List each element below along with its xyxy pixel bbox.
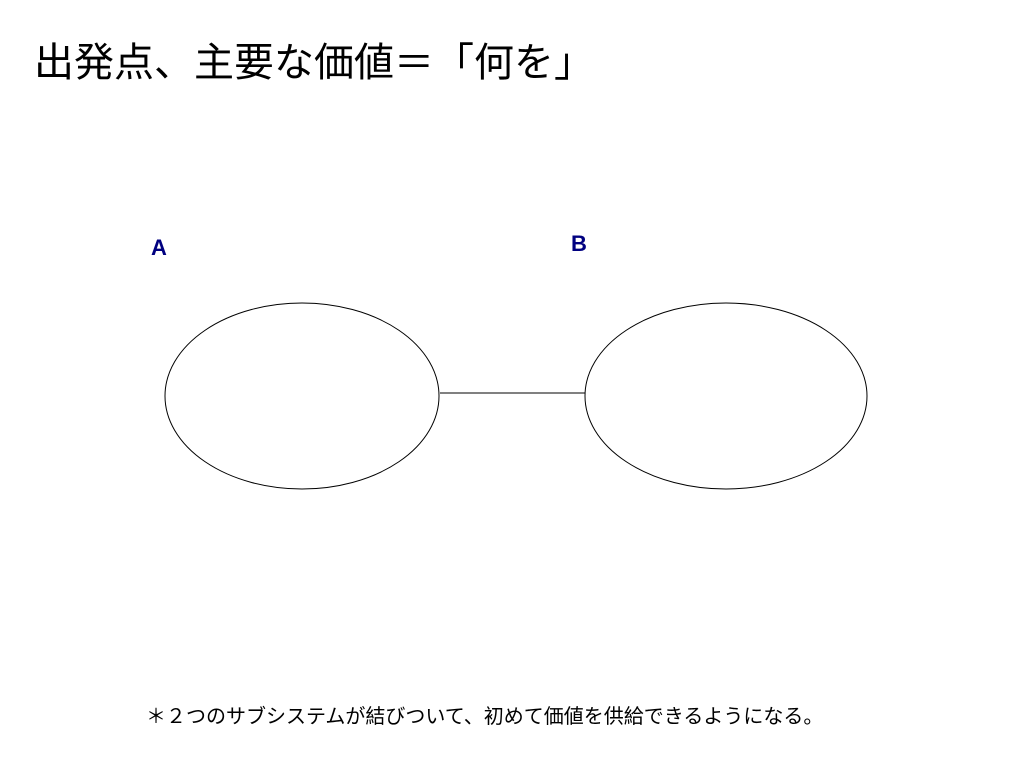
subsystem-a-label: A (151, 235, 167, 260)
footnote: ＊２つのサブシステムが結びついて、初めて価値を供給できるようになる。 (146, 704, 824, 728)
subsystem-b-ellipse (584, 302, 868, 490)
subsystem-b-label: B (571, 231, 587, 256)
slide-title: 出発点、主要な価値＝「何を」 (34, 40, 594, 86)
subsystem-a-ellipse (164, 302, 440, 490)
